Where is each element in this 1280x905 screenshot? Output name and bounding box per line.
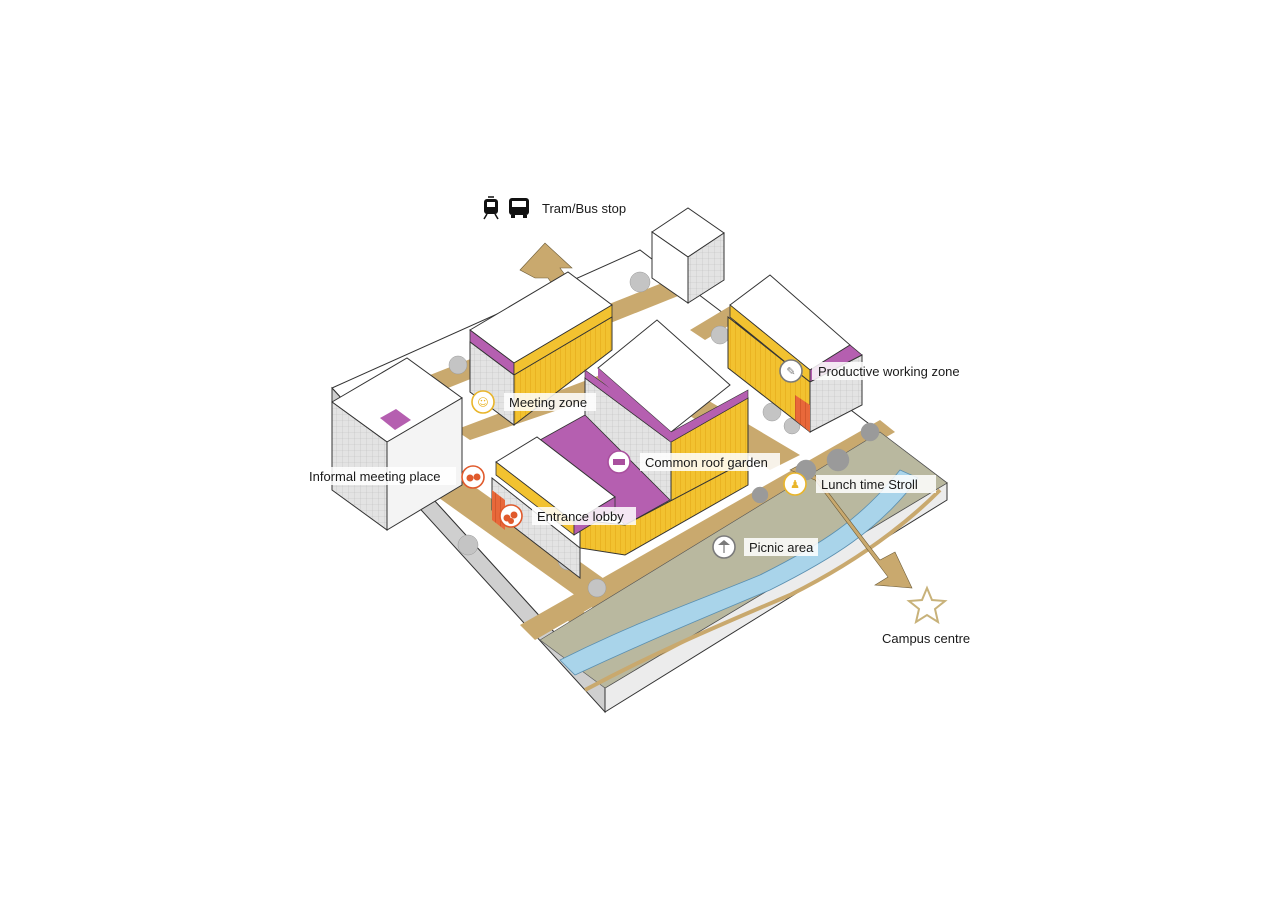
entrance-lobby-label: Entrance lobby: [537, 509, 624, 524]
callout-roof-garden: Common roof garden: [607, 450, 780, 474]
roof-garden-label: Common roof garden: [645, 455, 768, 470]
building-informal: [331, 357, 463, 531]
river-bank-path: [584, 488, 942, 692]
callout-meeting-zone: ☺ Meeting zone: [471, 390, 596, 414]
callout-productive-zone: ✎ Productive working zone: [779, 359, 972, 383]
picnic-area-label: Picnic area: [749, 540, 814, 555]
people-group-icon: [471, 390, 495, 414]
building-entrance: [491, 436, 616, 580]
svg-text:♟: ♟: [790, 478, 800, 491]
productive-zone-label: Productive working zone: [818, 364, 960, 379]
star-icon: [906, 585, 948, 625]
svg-text:☺: ☺: [477, 396, 488, 409]
transit-stop-label: Tram/Bus stop: [542, 201, 626, 216]
campus-centre-label: Campus centre: [882, 631, 970, 646]
callout-lunch-stroll: ♟ Lunch time Stroll: [783, 472, 936, 496]
roof-square: [380, 409, 411, 430]
tram-icon: [483, 196, 499, 220]
bus-icon: [509, 198, 529, 218]
informal-meeting-label: Informal meeting place: [309, 469, 441, 484]
lunch-stroll-label: Lunch time Stroll: [821, 477, 918, 492]
svg-text:✎: ✎: [786, 365, 795, 378]
building-tower: [651, 207, 725, 304]
arrow-to-campus: [789, 461, 913, 589]
callout-campus-centre: Campus centre: [882, 585, 970, 646]
callout-entrance-lobby: Entrance lobby: [499, 504, 636, 528]
desk-worker-icon: [779, 359, 803, 383]
meeting-zone-label: Meeting zone: [509, 395, 587, 410]
callout-informal-meeting: Informal meeting place: [306, 465, 485, 489]
callout-picnic-area: Picnic area: [712, 535, 818, 559]
building-central: [584, 319, 749, 506]
walking-people-icon: [783, 472, 807, 496]
transit-label: Tram/Bus stop: [483, 196, 626, 220]
river-park: [539, 431, 948, 692]
